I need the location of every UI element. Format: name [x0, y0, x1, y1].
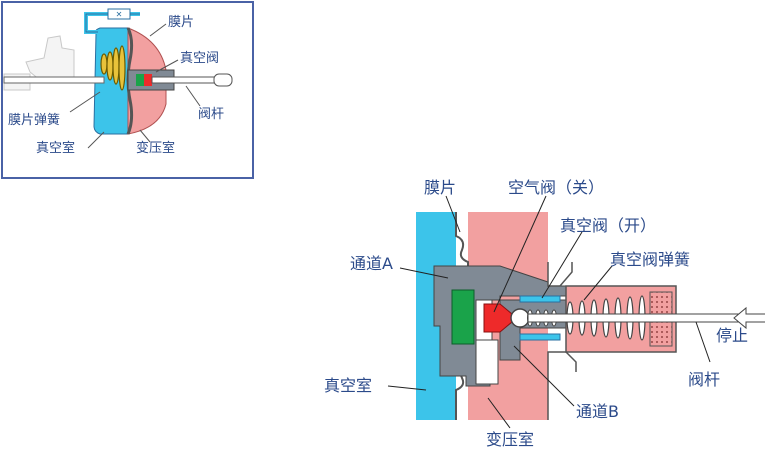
detail-label-passage-a: 通道A — [350, 256, 393, 272]
detail-stop-arrow — [734, 308, 765, 328]
detail-label-stop: 停止 — [716, 328, 748, 344]
inset-label-vacuum-valve: 真空阀 — [180, 52, 219, 65]
detail-label-vacuum-valve-spring: 真空阀弹簧 — [610, 252, 690, 268]
detail-label-diaphragm: 膜片 — [424, 180, 456, 196]
inset-label-variable-chamber: 变压室 — [136, 142, 175, 155]
detail-label-passage-b: 通道B — [576, 404, 619, 420]
inset-label-valve-rod: 阀杆 — [198, 108, 224, 121]
inset-label-diaphragm-spring: 膜片弹簧 — [8, 114, 60, 127]
svg-text:✕: ✕ — [116, 10, 123, 19]
detail-valve-rod — [528, 314, 738, 322]
detail-label-vacuum-chamber: 真空室 — [324, 378, 372, 394]
detail-label-air-valve: 空气阀（关） — [508, 180, 604, 196]
inset-label-diaphragm: 膜片 — [168, 16, 194, 29]
detail-reaction-disc — [452, 290, 474, 344]
detail-label-vacuum-valve: 真空阀（开） — [560, 218, 656, 234]
inset-label-vacuum-chamber: 真空室 — [36, 142, 75, 155]
detail-label-variable-chamber: 变压室 — [486, 432, 534, 448]
detail-label-valve-rod: 阀杆 — [688, 372, 720, 388]
